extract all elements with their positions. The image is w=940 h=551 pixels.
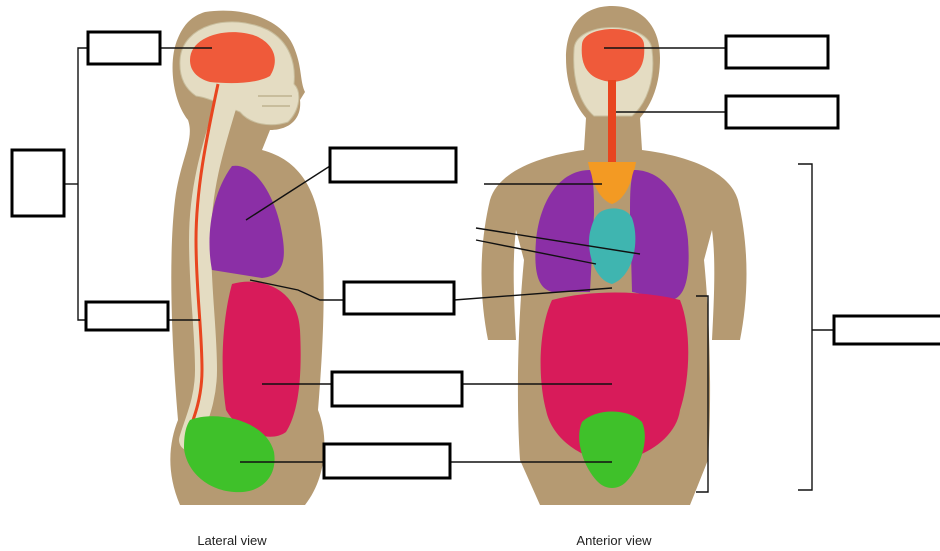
anterior-brain (582, 29, 645, 82)
dorsal-bracket (78, 48, 88, 320)
cranial-cavity-label-box[interactable] (88, 32, 160, 64)
label-boxes (12, 32, 940, 478)
vertebral-canal-label-box[interactable] (86, 302, 168, 330)
lateral-brain (190, 32, 275, 83)
diaphragm-label-box[interactable] (344, 282, 454, 314)
anterior-cranial-label-box[interactable] (726, 36, 828, 68)
anterior-vertebral-label-box[interactable] (726, 96, 838, 128)
abdominal-cavity-label-box[interactable] (332, 372, 462, 406)
lateral-view-caption: Lateral view (197, 533, 267, 548)
anterior-figure (482, 6, 747, 505)
pelvic-cavity-label-box[interactable] (324, 444, 450, 478)
anterior-spinal-cord (608, 80, 616, 162)
dorsal-cavity-label-box[interactable] (12, 150, 64, 216)
lateral-figure (170, 11, 324, 505)
ventral-bracket (798, 164, 812, 490)
ventral-cavity-label-box[interactable] (834, 316, 940, 344)
thoracic-cavity-label-box[interactable] (330, 148, 456, 182)
anterior-view-caption: Anterior view (576, 533, 652, 548)
lateral-abdominal-cavity (223, 282, 301, 437)
